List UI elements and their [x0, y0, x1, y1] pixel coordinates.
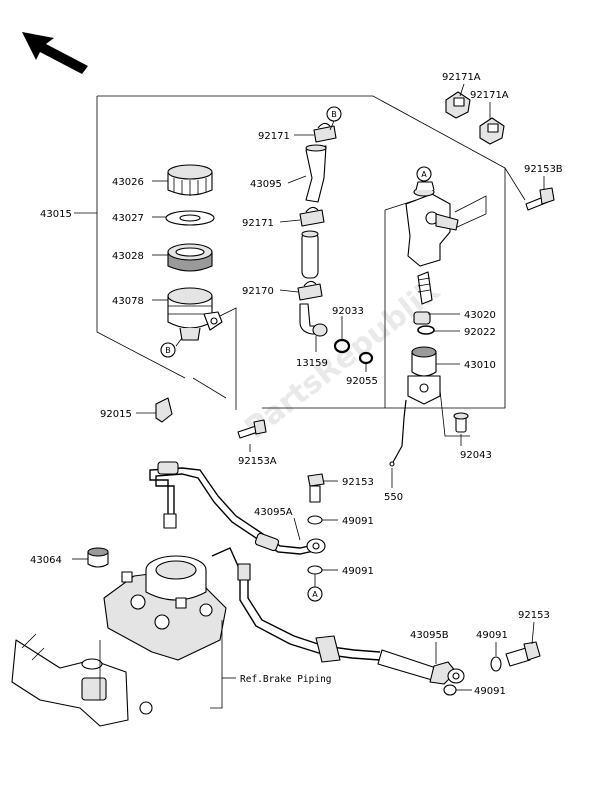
o-ring-92055	[358, 351, 374, 365]
label-49091-b: 49091	[342, 566, 374, 577]
banjo-bolt-92153-low	[505, 641, 541, 667]
callout-b-low: B	[160, 337, 183, 358]
abs-cap-43064	[87, 547, 109, 568]
label-92153-mid: 92153	[342, 477, 374, 488]
label-49091-d: 49091	[474, 686, 506, 697]
label-49091-a: 49091	[342, 516, 374, 527]
label-43015: 43015	[40, 209, 72, 220]
callout-b-top-text: B	[331, 110, 337, 119]
label-13159: 13159	[296, 358, 328, 369]
hose-clamp-upper	[313, 122, 337, 143]
washer-49091-c	[490, 656, 502, 672]
callout-a-low: A	[307, 574, 323, 602]
label-92170: 92170	[242, 286, 274, 297]
label-43078: 43078	[112, 296, 144, 307]
label-43026: 43026	[112, 177, 144, 188]
circlip-92022	[417, 325, 435, 335]
master-cylinder-body	[405, 181, 459, 267]
pin-92043	[453, 412, 469, 433]
reservoir-cap	[167, 164, 213, 196]
label-43095: 43095	[250, 179, 282, 190]
washer-49091-a	[307, 515, 323, 525]
callout-a-top-text: A	[421, 170, 427, 179]
piston-assembly	[413, 271, 433, 325]
brake-line-upper	[149, 461, 319, 555]
hose-lower	[301, 230, 319, 279]
bolt-92153A	[237, 419, 267, 439]
reservoir-diaphragm	[167, 243, 213, 272]
label-92171-top: 92171	[258, 131, 290, 142]
label-43095A: 43095A	[254, 507, 293, 518]
banjo-fitting-mid	[306, 538, 326, 554]
callout-b-low-text: B	[165, 346, 171, 355]
label-92153-low: 92153	[518, 610, 550, 621]
hose-fitting	[299, 303, 328, 337]
label-49091-c: 49091	[476, 630, 508, 641]
reservoir-hose	[305, 144, 327, 203]
hose-clamp-middle	[299, 206, 325, 227]
label-43095B: 43095B	[410, 630, 449, 641]
brake-hose-43095B	[377, 649, 465, 685]
o-ring-92033	[333, 338, 351, 354]
callout-a-top: A	[416, 166, 432, 182]
label-43027: 43027	[112, 213, 144, 224]
label-92015: 92015	[100, 409, 132, 420]
direction-arrow-icon	[22, 32, 88, 74]
clamp-92171A-a	[445, 91, 471, 119]
label-92022: 92022	[464, 327, 496, 338]
label-ref-brake-piping: Ref.Brake Piping	[240, 674, 332, 685]
push-rod-end-43010	[407, 346, 441, 405]
label-92153A: 92153A	[238, 456, 277, 467]
abs-bracket	[11, 633, 153, 727]
washer-49091-b	[307, 565, 323, 575]
brake-line-lower	[211, 547, 381, 663]
label-92055: 92055	[346, 376, 378, 387]
assembly-outline	[96, 95, 526, 437]
label-43020: 43020	[464, 310, 496, 321]
label-43028: 43028	[112, 251, 144, 262]
label-550: 550	[384, 492, 403, 503]
banjo-bolt-92153-mid	[307, 473, 325, 503]
abs-unit	[103, 555, 227, 661]
callout-b-top: B	[326, 106, 342, 131]
clamp-92171A-b	[479, 117, 505, 145]
reservoir-plate	[165, 210, 215, 226]
reservoir-body	[167, 287, 223, 341]
label-92033: 92033	[332, 306, 364, 317]
label-43010: 43010	[464, 360, 496, 371]
label-92171-mid: 92171	[242, 218, 274, 229]
hose-clamp-lower	[297, 280, 323, 301]
bolt-92153B	[525, 187, 555, 211]
reservoir-bracket	[155, 397, 173, 423]
label-92171A-a: 92171A	[442, 72, 481, 83]
cotter-pin-550	[389, 399, 407, 467]
label-92171A-b: 92171A	[470, 90, 509, 101]
part-labels: 43026 43027 43028 43078 43015 92015 9217…	[30, 72, 563, 697]
label-43064: 43064	[30, 555, 62, 566]
label-92153B: 92153B	[524, 164, 563, 175]
callout-a-low-text: A	[312, 590, 318, 599]
washer-49091-d	[443, 684, 457, 696]
ref-brake-piping-bracket-lines	[99, 620, 236, 709]
label-92043: 92043	[460, 450, 492, 461]
leader-lines	[72, 83, 545, 691]
